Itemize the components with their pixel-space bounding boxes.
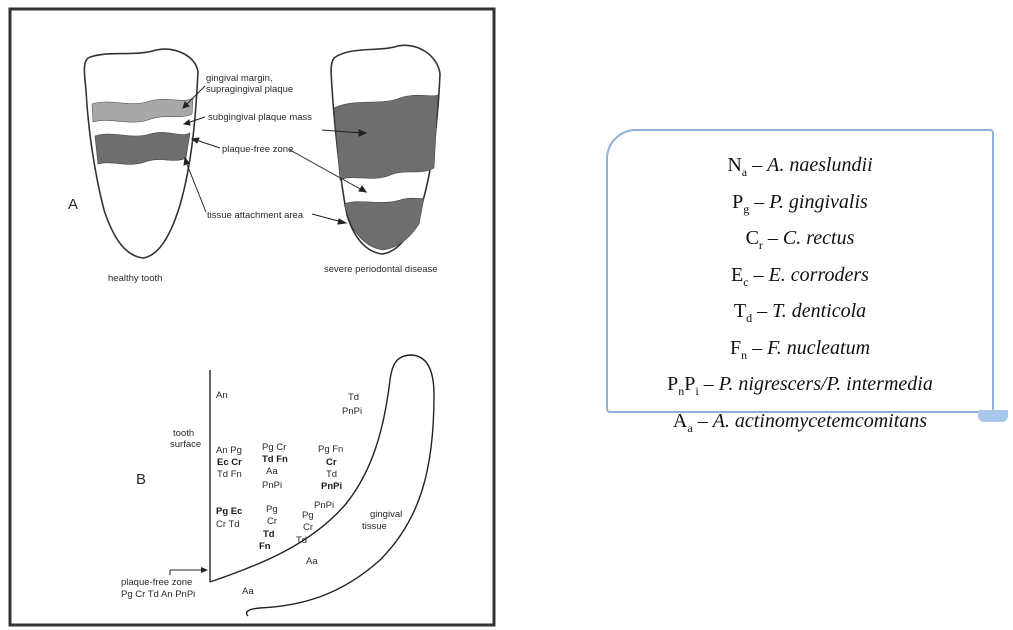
label-tissue-attachment-area: tissue attachment area [207, 210, 304, 221]
label-subgingival-plaque-mass: subgingival plaque mass [208, 112, 312, 123]
tooth-surface-label-2: surface [170, 439, 201, 450]
tooth-surface-label-1: tooth [173, 428, 194, 439]
bact-col3-r3: Td [326, 469, 337, 480]
legend-row-cr: Cr – C. rectus [608, 224, 992, 261]
species-legend-list: Na – A. naeslundii Pg – P. gingivalis Cr… [608, 151, 992, 443]
gingival-tissue-label-2: tissue [362, 521, 387, 532]
legend-row-na: Na – A. naeslundii [608, 151, 992, 188]
bact-col1-r2: Ec Cr [217, 457, 242, 468]
panel-a-letter: A [68, 196, 78, 213]
bact-col2-r4: PnPi [262, 480, 282, 491]
bact-col2-r1: Pg Cr [262, 442, 286, 453]
legend-row-td: Td – T. denticola [608, 297, 992, 334]
bact-an-top: An [216, 390, 228, 401]
bact-td-top: Td [348, 392, 359, 403]
bact-low3-r3: Td [296, 535, 307, 546]
panel-b-letter: B [136, 471, 146, 488]
plaque-free-zone-species: Pg Cr Td An PnPi [121, 589, 195, 600]
legend-row-pg: Pg – P. gingivalis [608, 188, 992, 225]
bact-low3-r0: PnPi [314, 500, 334, 511]
bact-low1-r1: Pg Ec [216, 506, 242, 517]
bact-low2-r4: Fn [259, 541, 271, 552]
legend-row-aa: Aa – A. actinomycetemcomitans [608, 407, 992, 444]
legend-row-ec: Ec – E. corroders [608, 261, 992, 298]
bact-col2-r3: Aa [266, 466, 278, 477]
legend-tab-decoration [978, 410, 1008, 422]
bact-low2-r2: Cr [267, 516, 277, 527]
bact-col1-r1: An Pg [216, 445, 242, 456]
bact-low1-r2: Cr Td [216, 519, 240, 530]
bact-pnpi-top: PnPi [342, 406, 362, 417]
bact-col1-r3: Td Fn [217, 469, 242, 480]
label-plaque-free-zone: plaque-free zone [222, 144, 293, 155]
bact-col3-r2: Cr [326, 457, 337, 468]
bact-col2-r2: Td Fn [262, 454, 288, 465]
healthy-subgingival-band [95, 132, 190, 164]
bact-col3-r4: PnPi [321, 481, 342, 492]
bact-low3-r1: Pg [302, 510, 314, 521]
legend-row-fn: Fn – F. nucleatum [608, 334, 992, 371]
bact-col3-r1: Pg Fn [318, 444, 343, 455]
legend-row-pnpi: PnPi – P. nigrescers/P. intermedia [608, 370, 992, 407]
diseased-tooth-caption: severe periodontal disease [324, 264, 438, 275]
species-legend-box: Na – A. naeslundii Pg – P. gingivalis Cr… [606, 129, 994, 413]
label-supragingival-plaque: supragingival plaque [206, 84, 293, 95]
bact-low2-r1: Pg [266, 504, 278, 515]
bact-low3-r2: Cr [303, 522, 313, 533]
bact-low2-r3: Td [263, 529, 275, 540]
gingival-tissue-label-1: gingival [370, 509, 402, 520]
label-gingival-margin: gingival margin, [206, 73, 273, 84]
healthy-tooth-caption: healthy tooth [108, 273, 162, 284]
bact-aa-bottom: Aa [242, 586, 254, 597]
diseased-subgingival-mass [334, 95, 438, 180]
bact-aa-mid: Aa [306, 556, 318, 567]
plaque-free-zone-label: plaque-free zone [121, 577, 192, 588]
